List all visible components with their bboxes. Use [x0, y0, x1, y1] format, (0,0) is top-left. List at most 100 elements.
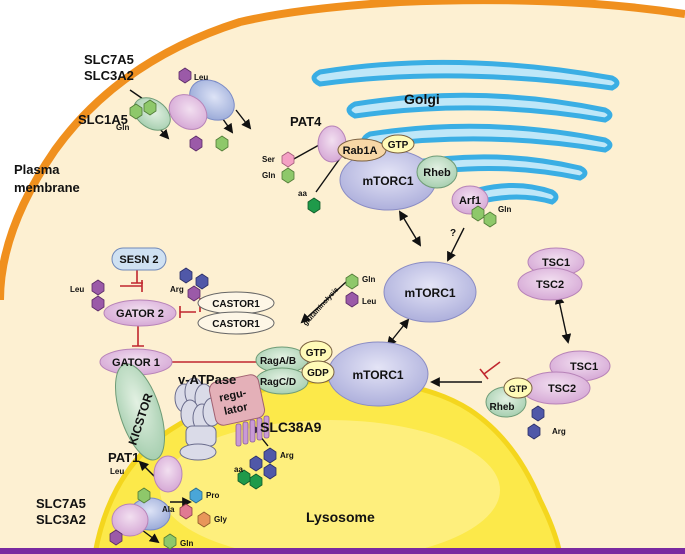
gln-arf1-label: Gln: [498, 205, 511, 214]
gln-hexagon-inside: [215, 135, 229, 152]
castor1-b: [197, 311, 275, 335]
plasma-membrane: [0, 0, 685, 301]
arf1-label: Arf1: [459, 195, 481, 207]
rheb-lyso-gtp: [503, 377, 533, 399]
pat1-transporter: [153, 455, 183, 493]
slc38a9-transporter: [235, 415, 270, 447]
ser-label: Ser: [262, 155, 275, 164]
sesn2: [111, 247, 167, 271]
arrow-pat1-out: [138, 460, 157, 479]
aa-hexagon-pat4: [307, 197, 321, 214]
arrow-glutaminolysis: [300, 281, 347, 324]
raga-b-label: RagA/B: [260, 356, 296, 367]
pro-label: Pro: [206, 491, 219, 500]
ragc-d-gdp: [301, 360, 335, 384]
ragulator-label-2: lator: [223, 401, 250, 418]
inhibit-tsc-rheb: [479, 361, 501, 380]
leu-hexagon-top: [178, 67, 192, 84]
gln-pat4-label: Gln: [262, 171, 275, 180]
rab1a-label: Rab1A: [343, 145, 378, 157]
kicstor: [114, 363, 166, 461]
gln-hexagon-arf1-2: [483, 211, 497, 228]
gln-hexagon-top-1: [143, 99, 157, 116]
gator1-label: GATOR 1: [112, 357, 160, 369]
castor1-b-label: CASTOR1: [212, 319, 260, 330]
gln-hexagon-center: [345, 273, 359, 290]
arrow-slc7a5-out-2: [235, 109, 252, 130]
lysosome-lumen: [160, 420, 500, 554]
raga-b-gtp-label: GTP: [306, 348, 327, 359]
arg-hexagon-tsc-2: [527, 423, 541, 440]
bottom-bar: [0, 548, 685, 554]
arg-slc38a9-label: Arg: [280, 451, 294, 460]
leu-pat1-label: Leu: [110, 467, 124, 476]
leu-sesn-label: Leu: [70, 285, 84, 294]
slc7a5-lys-label: SLC7A5: [36, 496, 86, 511]
aa-hexagon-slc38a9-2: [237, 469, 251, 486]
leu-hexagon-castor: [187, 285, 201, 302]
inhibit-sesn2-gator2: [131, 270, 143, 284]
aa-pat4-label: aa: [298, 189, 307, 198]
slc7a5-label: SLC7A5: [84, 52, 134, 67]
gator2-label: GATOR 2: [116, 308, 164, 320]
ala-label: Ala: [162, 505, 175, 514]
arrow-golgi-mtorc1-to-center: [398, 210, 422, 247]
rab1a-gtp-label: GTP: [388, 140, 409, 151]
ser-hexagon: [281, 151, 295, 168]
leu-hexagon-lys-bottom: [109, 529, 123, 546]
inhibit-gator2-gator1: [132, 326, 144, 347]
slc38a9-label: SLC38A9: [260, 419, 322, 435]
arrow-slc7a5-lys-out: [141, 529, 160, 544]
arg-castor-label: Arg: [170, 285, 184, 294]
pat1-label: PAT1: [108, 450, 139, 465]
ala-hexagon: [179, 503, 193, 520]
mtorc1-center: [383, 261, 477, 323]
slc7a5-slc3a2-lys-transporter: [111, 497, 171, 537]
sesn2-label: SESN 2: [119, 254, 158, 266]
leu-hexagon-pat1: [137, 487, 151, 504]
ragc-d-gdp-label: GDP: [307, 368, 329, 379]
leu-center-label: Leu: [362, 297, 376, 306]
leu-hexagon-center: [345, 291, 359, 308]
v-atpase-label: v-ATPase: [178, 372, 236, 387]
leu-hexagon-sesn: [91, 279, 105, 296]
tsc1-top-label: TSC1: [542, 257, 570, 269]
gator2: [103, 299, 177, 327]
rheb-lyso-label: Rheb: [490, 402, 515, 413]
castor1-a-label: CASTOR1: [212, 299, 260, 310]
inhibit-castor1-gator2: [179, 306, 196, 318]
mtorc1-center-label: mTORC1: [404, 286, 455, 300]
leu-top-label: Leu: [194, 73, 208, 82]
slc7a5-slc3a2-transporter: [168, 79, 235, 130]
question-mark-label: ?: [450, 228, 456, 239]
tsc1-bottom-label: TSC1: [570, 361, 598, 373]
gln-hexagon-top-2: [129, 103, 143, 120]
arg-hexagon-castor-1: [179, 267, 193, 284]
gln-hexagon-bottom: [163, 533, 177, 550]
slc1a5-label: SLC1A5: [78, 112, 128, 127]
slc3a2-label: SLC3A2: [84, 68, 134, 83]
arrow-arf1-to-mtorc1: [447, 227, 465, 262]
arg-hexagon-tsc-1: [531, 405, 545, 422]
pro-hexagon: [189, 487, 203, 504]
arg-hexagon-slc38a9-2: [263, 447, 277, 464]
gln-hexagon-arf1-1: [471, 205, 485, 222]
leu-hexagon-sesn-2: [91, 295, 105, 312]
tsc2-top-label: TSC2: [536, 279, 564, 291]
gly-label: Gly: [214, 515, 227, 524]
arrow-tsc-top-to-bottom: [554, 294, 572, 344]
rheb-lyso-gtp-label: GTP: [509, 384, 528, 394]
tsc2-bottom-label: TSC2: [548, 383, 576, 395]
ragulator-label-1: regu-: [218, 387, 248, 405]
gly-hexagon: [197, 511, 211, 528]
pat4-label: PAT4: [290, 114, 322, 129]
gln-top-label: Gln: [116, 123, 129, 132]
arrow-center-to-lyso-mtorc1: [386, 318, 410, 347]
slc3a2-lys-label: SLC3A2: [36, 512, 86, 527]
ragc-d-label: RagC/D: [260, 377, 296, 388]
arg-hexagon-slc38a9-1: [249, 455, 263, 472]
rheb-golgi-label: Rheb: [423, 167, 451, 179]
mtorc1-golgi-label: mTORC1: [362, 174, 413, 188]
